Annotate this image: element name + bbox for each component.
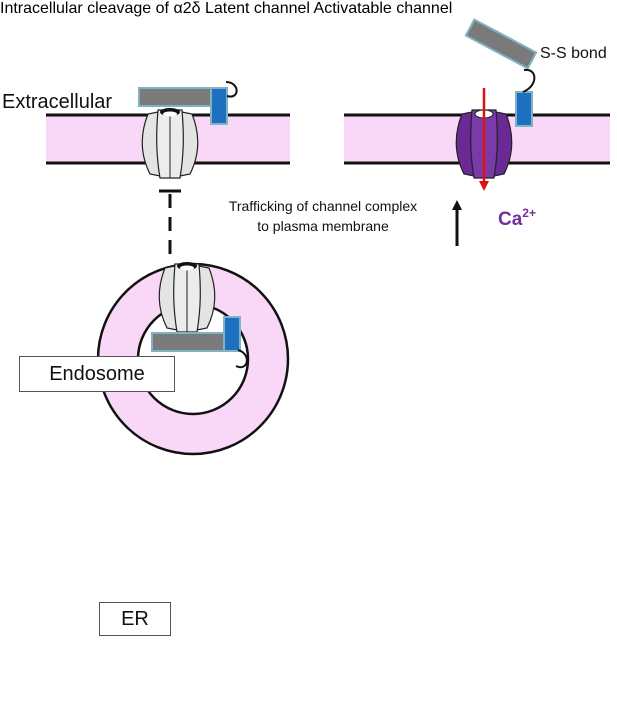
cleavage-label-line2: cleavage of α2δ — [87, 0, 201, 17]
legend-latent-line2: channel — [253, 0, 310, 17]
legend-activatable-channel-icon: Activatable channel Endosome ER const da… — [19, 0, 453, 636]
cleaved-alpha2delta-top-right — [464, 18, 538, 127]
inhibition-line — [159, 189, 181, 262]
ss-bond-label: S-S bond — [540, 45, 607, 62]
latent-channel-surface — [141, 107, 199, 179]
trafficking-label-line2: to plasma membrane — [257, 218, 389, 234]
latent-channel-er: Latent channel Activatable channel Endos… — [19, 0, 453, 636]
legend-activatable-line1: Activatable — [313, 0, 392, 17]
legend-activatable-line2: channel — [396, 0, 453, 17]
legend-latent-line1: Latent — [204, 0, 250, 17]
er-label: ER — [99, 602, 171, 636]
trafficking-label-line1: Trafficking of channel complex — [229, 198, 417, 214]
extracellular-label: Extracellular — [2, 91, 112, 113]
cleavage-label-line1: Intracellular — [0, 0, 83, 17]
calcium-label: Ca2+ — [498, 206, 536, 230]
cleavage-arrow: Intracellular cleavage of α2δ Latent cha… — [0, 0, 453, 636]
alpha2delta-subunit-top-left — [138, 81, 238, 125]
alpha2delta-subunit-endosome — [151, 316, 248, 369]
latent-channel-endosome — [158, 261, 216, 333]
endosome-label: Endosome — [19, 356, 175, 392]
er-to-endosome-arrow: Latent channel Activatable channel Endos… — [19, 0, 453, 636]
activatable-channel-endosome: Latent channel Activatable channel Endos… — [19, 0, 453, 636]
legend-latent-channel-icon: Latent channel Activatable channel Endos… — [19, 0, 453, 636]
